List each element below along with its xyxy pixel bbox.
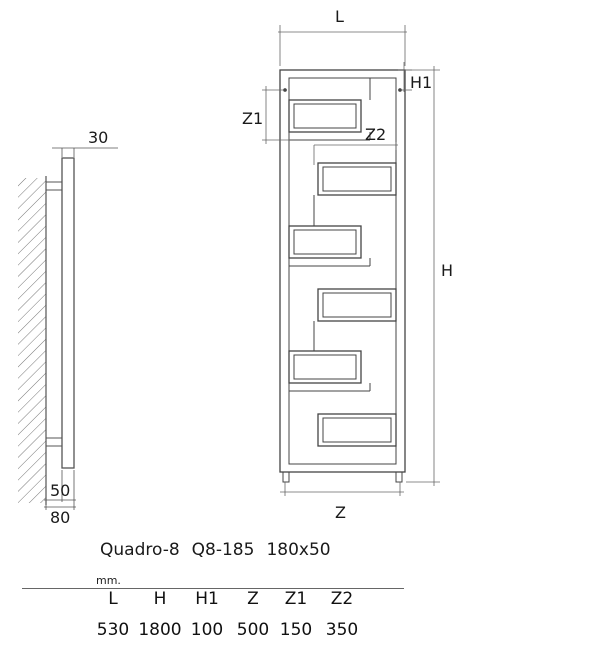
- foot-left: [282, 471, 290, 483]
- value-H: 1800: [138, 620, 182, 640]
- value-H1: 100: [190, 620, 224, 640]
- header-Z2: Z2: [330, 589, 354, 609]
- front-view: [279, 69, 406, 483]
- table-header-row: L H H1 Z Z1 Z2: [90, 589, 368, 609]
- radiator-side-profile: [61, 157, 75, 469]
- side-view: 30 50 80: [18, 128, 118, 527]
- dimension-L-label: L: [335, 7, 344, 26]
- value-Z: 500: [236, 620, 270, 640]
- dim-50-label: 50: [50, 481, 70, 500]
- header-H: H: [153, 589, 167, 609]
- panel-left-2-inner: [293, 229, 357, 255]
- value-L: 530: [96, 620, 130, 640]
- product-caption: Quadro-8 Q8-185 180x50: [100, 540, 343, 560]
- depth-dimension-label: 30: [88, 128, 108, 147]
- radiator-drawing: 30 50 80: [18, 7, 453, 527]
- bracket-bottom: [45, 437, 63, 447]
- dimension-Z1: [262, 86, 290, 144]
- panel-left-3-inner: [293, 354, 357, 380]
- outer-frame: [279, 69, 406, 473]
- bracket-top: [45, 181, 63, 191]
- dimension-Z: [280, 482, 404, 496]
- panel-right-3: [317, 413, 397, 447]
- dimension-L: [278, 25, 407, 66]
- dimension-Z2: [313, 142, 398, 165]
- foot-right: [395, 471, 403, 483]
- panel-left-1-inner: [293, 103, 357, 129]
- wall-hatching: [18, 178, 46, 503]
- dimension-Z-label: Z: [335, 503, 346, 522]
- dim-80-label: 80: [50, 508, 70, 527]
- table-value-row: 530 1800 100 500 150 350: [90, 620, 368, 640]
- dimension-H-label: H: [441, 261, 453, 280]
- value-Z2: 350: [325, 620, 359, 640]
- panel-left-1: [288, 99, 362, 133]
- table-divider: [22, 588, 404, 589]
- header-H1: H1: [195, 589, 219, 609]
- dimension-H: [406, 66, 440, 486]
- header-L: L: [108, 589, 118, 609]
- panel-right-2-inner: [322, 292, 392, 318]
- panel-right-1-inner: [322, 166, 392, 192]
- panel-right-1: [317, 162, 397, 196]
- value-Z1: 150: [279, 620, 313, 640]
- model-size: 180x50: [266, 540, 331, 560]
- dimension-H1-label: H1: [410, 73, 432, 92]
- model-name: Quadro-8: [100, 540, 180, 560]
- unit-label: mm.: [96, 574, 121, 587]
- panel-left-3: [288, 350, 362, 384]
- inner-frame: [288, 77, 397, 465]
- dimension-Z2-label: Z2: [365, 125, 386, 144]
- panel-right-2: [317, 288, 397, 322]
- header-Z1: Z1: [284, 589, 308, 609]
- dimension-Z1-label: Z1: [242, 109, 263, 128]
- panel-left-2: [288, 225, 362, 259]
- panel-right-3-inner: [322, 417, 392, 443]
- model-code: Q8-185: [191, 540, 255, 560]
- header-Z: Z: [247, 589, 259, 609]
